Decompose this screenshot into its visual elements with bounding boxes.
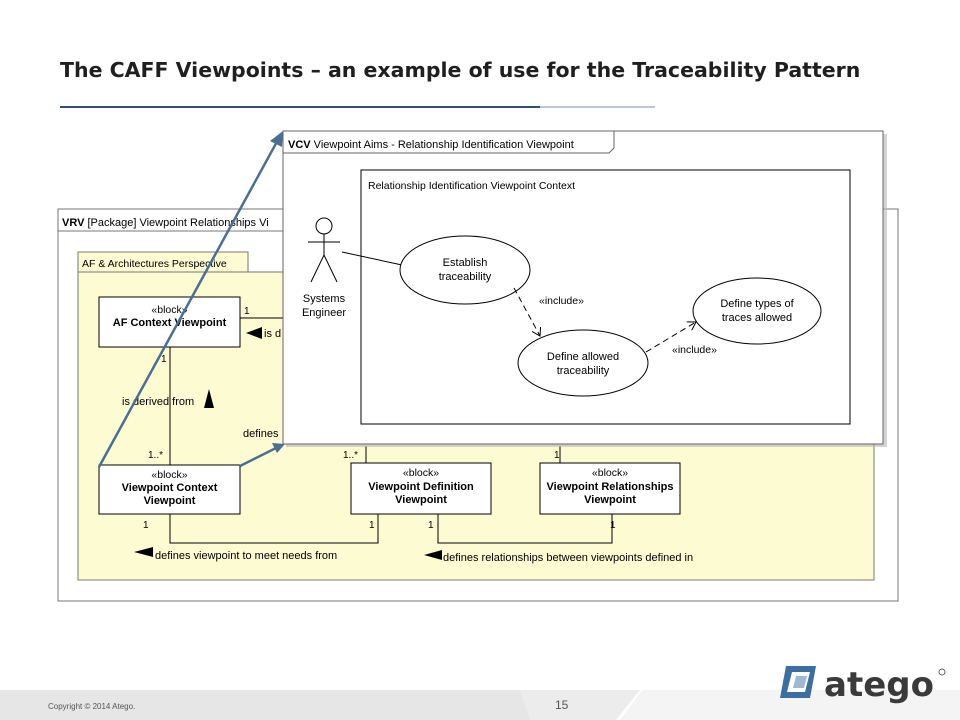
usecase-label-line1: Establish bbox=[443, 257, 488, 269]
mult-af-right: 1 bbox=[244, 306, 250, 317]
block-name-line1: Viewpoint Definition bbox=[368, 481, 474, 493]
label-defines-viewpoint: defines viewpoint to meet needs from bbox=[155, 550, 337, 562]
usecase-establish-traceability[interactable]: Establish traceability bbox=[399, 235, 531, 305]
registered-mark-icon bbox=[938, 668, 946, 676]
footer-band bbox=[0, 690, 960, 720]
page-number: 15 bbox=[555, 698, 569, 712]
actor-label-line2: Engineer bbox=[302, 307, 346, 319]
usecase-label-line2: traces allowed bbox=[722, 312, 792, 324]
usecase-define-types-of-traces[interactable]: Define types of traces allowed bbox=[692, 277, 822, 345]
slide-title: The CAFF Viewpoints – an example of use … bbox=[60, 58, 861, 82]
perspective-tab-label: AF & Architectures Perspective bbox=[82, 258, 227, 270]
direction-arrow-defines-viewpoint bbox=[134, 547, 153, 557]
block-stereotype: «block» bbox=[403, 467, 439, 479]
title-underline bbox=[60, 106, 540, 108]
actor-systems-engineer[interactable] bbox=[308, 217, 340, 283]
callout-arrowhead-1 bbox=[270, 131, 283, 147]
atego-logo: atego bbox=[776, 658, 946, 713]
vcv-frame-label: VCV Viewpoint Aims - Relationship Identi… bbox=[288, 139, 574, 151]
usecase-label-line2: traceability bbox=[557, 365, 610, 377]
block-name-line1: Viewpoint Relationships bbox=[547, 481, 674, 493]
label-defines-relationships: defines relationships between viewpoints… bbox=[443, 552, 693, 564]
include-dependency-1 bbox=[513, 287, 540, 336]
logo-wordmark: atego bbox=[824, 665, 934, 705]
block-stereotype: «block» bbox=[151, 304, 187, 316]
callout-arrows bbox=[97, 137, 281, 468]
vrv-relationship-lines bbox=[169, 317, 613, 544]
label-defines: defines bbox=[243, 428, 279, 440]
callout-arrowhead-2 bbox=[272, 443, 285, 453]
mult-af-bottom: 1 bbox=[161, 354, 167, 365]
block-stereotype: «block» bbox=[592, 467, 628, 479]
actor-label-line1: Systems bbox=[303, 293, 346, 305]
association-line bbox=[341, 251, 403, 266]
mult-rel-top: 1 bbox=[554, 450, 560, 461]
block-name-line2: Viewpoint bbox=[395, 494, 447, 506]
mult-def-bottom-left: 1 bbox=[369, 520, 375, 531]
block-name-line1: Viewpoint Context bbox=[122, 482, 218, 494]
mult-rel-bottom: 1 bbox=[610, 520, 616, 531]
include-label-2: «include» bbox=[672, 344, 717, 356]
title-underline-light bbox=[540, 106, 655, 108]
usecase-label-line2: traceability bbox=[439, 271, 492, 283]
block-viewpoint-context-viewpoint[interactable]: «block» Viewpoint Context Viewpoint bbox=[98, 464, 241, 515]
copyright-text: Copyright © 2014 Atego. bbox=[48, 702, 136, 711]
direction-arrow-is-d bbox=[246, 327, 262, 339]
logo-mark-icon bbox=[780, 666, 816, 698]
mult-ctx-bottom: 1 bbox=[143, 520, 149, 531]
include-label-1: «include» bbox=[539, 295, 584, 307]
usecase-label-line1: Define types of bbox=[720, 298, 794, 310]
direction-arrow-defines-relationships bbox=[424, 550, 442, 560]
usecase-label-line1: Define allowed bbox=[547, 351, 619, 363]
block-stereotype: «block» bbox=[151, 469, 187, 481]
vrv-frame-label: VRV [Package] Viewpoint Relationships Vi bbox=[62, 217, 269, 229]
label-is-derived-from: is derived from bbox=[122, 396, 194, 408]
block-name-line2: Viewpoint bbox=[584, 494, 636, 506]
block-viewpoint-relationships-viewpoint[interactable]: «block» Viewpoint Relationships Viewpoin… bbox=[539, 462, 681, 515]
context-title: Relationship Identification Viewpoint Co… bbox=[368, 180, 575, 192]
label-is-d: is d bbox=[264, 328, 281, 340]
block-name-line2: Viewpoint bbox=[144, 495, 196, 507]
block-viewpoint-definition-viewpoint[interactable]: «block» Viewpoint Definition Viewpoint bbox=[350, 462, 492, 515]
block-name: AF Context Viewpoint bbox=[113, 317, 227, 329]
mult-def-bottom-right: 1 bbox=[428, 520, 434, 531]
usecase-define-allowed-traceability[interactable]: Define allowed traceability bbox=[517, 329, 649, 397]
direction-arrow-is-derived bbox=[204, 389, 214, 408]
mult-ctx-top: 1..* bbox=[148, 450, 163, 461]
mult-def-top: 1..* bbox=[343, 450, 358, 461]
